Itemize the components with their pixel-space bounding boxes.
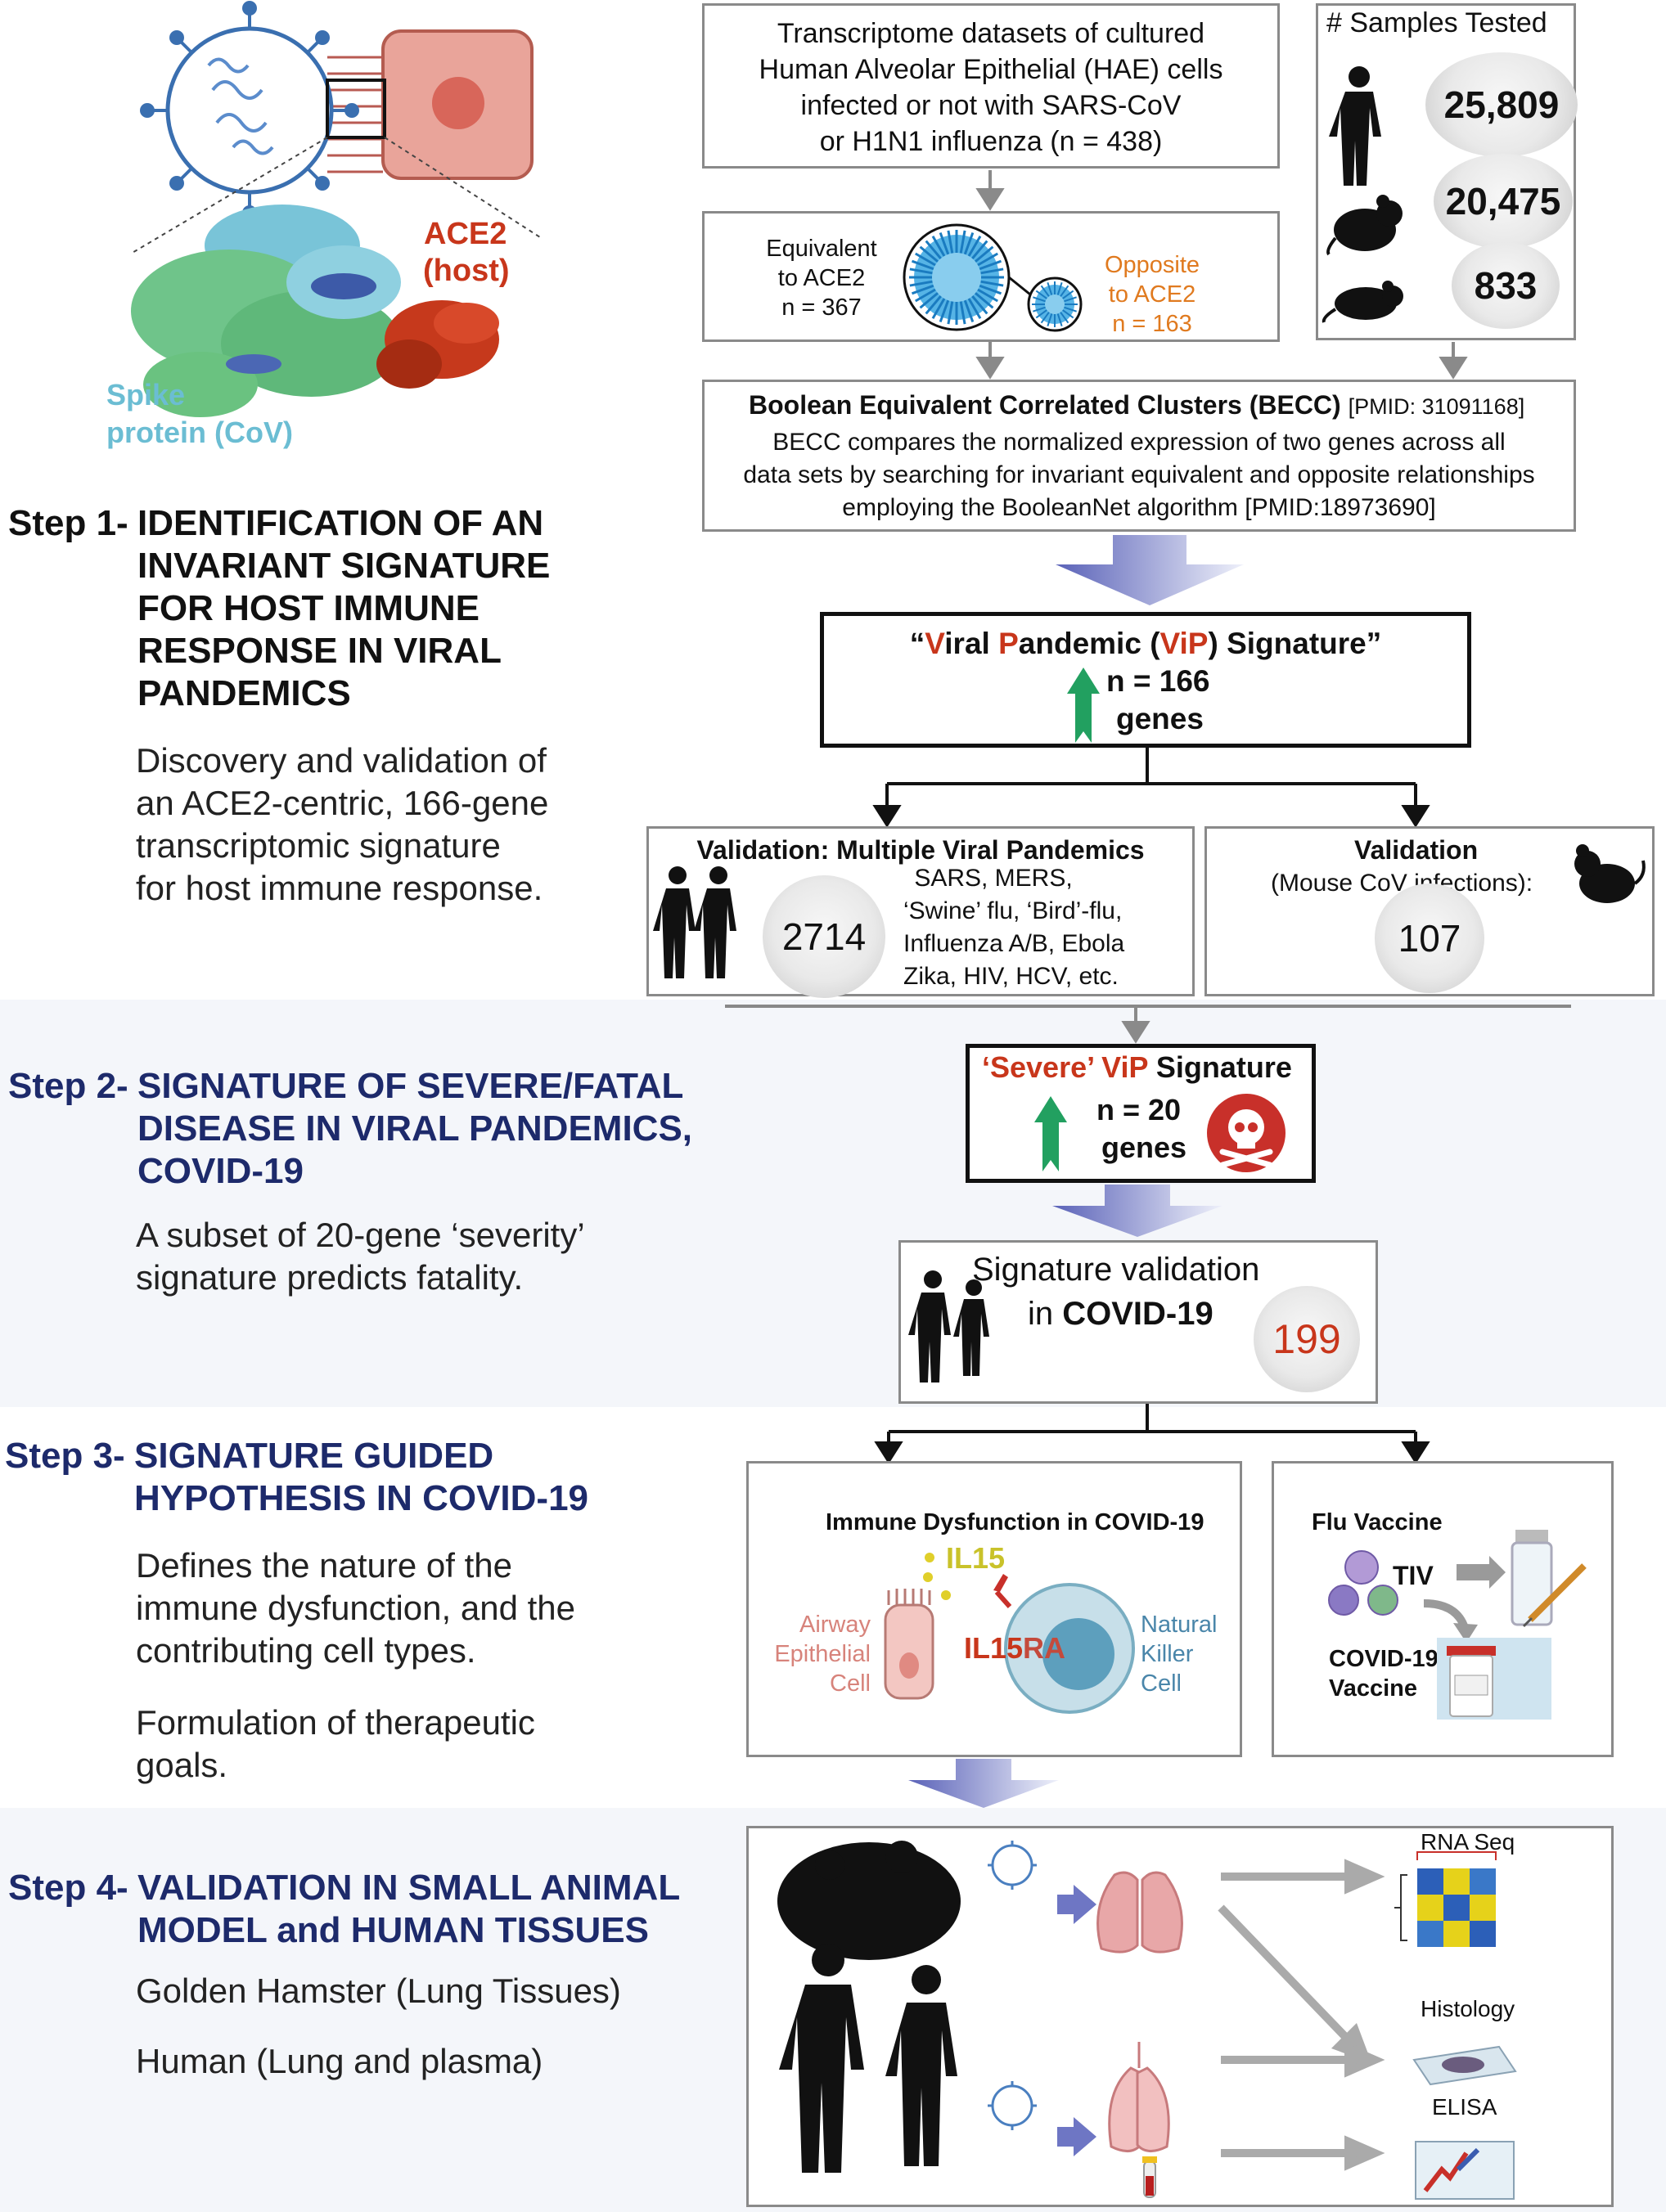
covid-validation-count: 199 xyxy=(1254,1286,1360,1392)
severe-gene-count: n = 20 xyxy=(1096,1093,1182,1126)
severe-vip-title: ‘Severe’ ViP Signature xyxy=(982,1050,1292,1084)
step4-illustration xyxy=(777,1841,1517,2200)
step3-label: Step 3- xyxy=(5,1436,125,1476)
equivalent-to-ace2: Equivalent to ACE2 n = 367 xyxy=(766,236,877,321)
hamster-lung-icon xyxy=(1096,1871,1183,1953)
big-arrow-becc-to-vip xyxy=(1056,535,1244,605)
step4-description-hamster: Golden Hamster (Lung Tissues) xyxy=(136,1971,621,2010)
step1-description: Discovery and validation of an ACE2-cent… xyxy=(136,741,549,907)
big-arrow-severe-to-covid xyxy=(1052,1185,1222,1237)
vip-signature-box xyxy=(820,612,1471,748)
mouse-validation-icon xyxy=(1574,844,1646,903)
severe-upregulated-arrow-icon xyxy=(1034,1096,1067,1171)
becc-box: Boolean Equivalent Correlated Clusters (… xyxy=(702,380,1576,532)
step3-title: SIGNATURE GUIDED HYPOTHESIS IN COVID-19 xyxy=(134,1436,589,1518)
nk-cell-icon xyxy=(1004,1583,1135,1714)
step2-title: SIGNATURE OF SEVERE/FATAL DISEASE IN VIR… xyxy=(137,1066,693,1191)
becc-line-2: data sets by searching for invariant equ… xyxy=(743,461,1535,488)
flu-vaccine-title: Flu Vaccine xyxy=(1312,1509,1443,1535)
datasets-box: Transcriptome datasets of cultured Human… xyxy=(702,3,1280,169)
elisa-plate-icon xyxy=(1415,2141,1515,2200)
covid-validation-line2: in COVID-19 xyxy=(1028,1296,1213,1332)
vip-gene-count: n = 166 xyxy=(1106,664,1210,698)
step1-title: IDENTIFICATION OF AN INVARIANT SIGNATURE… xyxy=(137,503,551,713)
human-pair-step4-icon xyxy=(779,1944,957,2173)
ace2-label: ACE2 xyxy=(424,217,507,251)
samples-rat-count: 20,475 xyxy=(1434,154,1573,249)
big-arrow-to-step4 xyxy=(908,1759,1059,1808)
samples-mouse-count: 833 xyxy=(1452,242,1560,329)
rnaseq-label: RNA Seq xyxy=(1421,1829,1515,1855)
flu-virus-cluster-icon xyxy=(1328,1550,1398,1616)
ace2-host-label: (host) xyxy=(423,254,510,288)
skull-crossbones-icon xyxy=(1207,1094,1286,1172)
airway-epithelial-cell-icon xyxy=(884,1589,934,1700)
airway-epithelial-label: Airway Epithelial Cell xyxy=(774,1612,871,1697)
step3-description-goals: Formulation of therapeutic goals. xyxy=(136,1703,535,1784)
virus-ace2-illustration xyxy=(130,1,541,417)
immune-dysfunction-box: Immune Dysfunction in COVID-19 xyxy=(746,1461,1242,1757)
validation-mouse-count: 107 xyxy=(1375,883,1484,993)
ace2-protein-icon xyxy=(376,300,499,389)
human-lung-icon xyxy=(1108,2042,1170,2152)
vip-genes-label: genes xyxy=(1116,702,1204,735)
spike-protein-label: protein (CoV) xyxy=(106,416,293,449)
tiv-label: TIV xyxy=(1393,1561,1434,1590)
samples-tested-title: # Samples Tested xyxy=(1326,7,1547,38)
rnaseq-heatmap-icon xyxy=(1394,1851,1497,1947)
vip-branch-connectors xyxy=(725,748,1571,1044)
step2-description: A subset of 20-gene ‘severity’ signature… xyxy=(136,1216,585,1297)
becc-line-1: BECC compares the normalized expression … xyxy=(772,429,1506,456)
il15-label: IL15 xyxy=(946,1541,1006,1575)
validation-multi-box: Validation: Multiple Viral Pandemics xyxy=(646,826,1195,996)
becc-line-3: employing the BooleanNet algorithm [PMID… xyxy=(842,494,1436,521)
becc-pmid: [PMID: 31091168] xyxy=(1348,394,1525,419)
histology-slide-icon xyxy=(1412,2045,1517,2086)
step1-label: Step 1- xyxy=(8,503,128,543)
validation-multi-count: 2714 xyxy=(763,875,885,998)
rat-icon xyxy=(1326,195,1403,256)
spike-protein-icon xyxy=(131,205,401,417)
human-pair-icon xyxy=(653,866,736,978)
mouse-icon xyxy=(1322,281,1403,323)
step3-description: Defines the nature of the immune dysfunc… xyxy=(136,1546,575,1670)
validation-multi-title: Validation: Multiple Viral Pandemics xyxy=(696,835,1145,865)
elisa-label: ELISA xyxy=(1432,2094,1497,2120)
ace2-cluster-diagram xyxy=(903,223,1083,332)
curved-arrow-icon xyxy=(1423,1599,1478,1643)
covid-validation-line1: Signature validation xyxy=(972,1252,1260,1288)
opposite-to-ace2: Opposite to ACE2 n = 163 xyxy=(1104,252,1200,337)
flow-arrows-top xyxy=(975,170,1468,605)
step4-label: Step 4- xyxy=(8,1868,128,1908)
il15ra-label: IL15RA xyxy=(964,1631,1066,1665)
vaccine-vial-syringe-icon xyxy=(1457,1530,1587,1628)
upregulated-arrow-icon xyxy=(1067,668,1100,743)
human-silhouette-icon xyxy=(1329,66,1381,186)
datasets-line-2: Human Alveolar Epithelial (HAE) cells xyxy=(759,54,1223,85)
step4-description-human: Human (Lung and plasma) xyxy=(136,2042,543,2080)
nk-cell-label: Natural Killer Cell xyxy=(1141,1612,1218,1697)
human-pair-covid-icon xyxy=(908,1270,989,1382)
covid-vaccine-label: COVID-19 Vaccine xyxy=(1329,1646,1439,1702)
histology-label: Histology xyxy=(1421,1996,1515,2021)
band-step2 xyxy=(0,1000,1666,1407)
validation-mouse-title: Validation xyxy=(1354,835,1479,865)
covid-vaccine-vial-icon xyxy=(1437,1638,1551,1720)
vip-signature-title: “Viral Pandemic (ViP) Signature” xyxy=(909,627,1382,660)
becc-title: Boolean Equivalent Correlated Clusters (… xyxy=(749,390,1341,420)
covid-branch-connectors xyxy=(874,1404,1430,1464)
samples-human-count: 25,809 xyxy=(1425,52,1578,157)
hamster-icon xyxy=(777,1841,961,1960)
datasets-line-1: Transcriptome datasets of cultured xyxy=(777,18,1205,49)
blood-tube-icon xyxy=(1142,2156,1157,2198)
immune-dysfunction-title: Immune Dysfunction in COVID-19 xyxy=(826,1509,1204,1535)
step4-title: VALIDATION IN SMALL ANIMAL MODEL and HUM… xyxy=(137,1868,681,1950)
datasets-line-3: infected or not with SARS-CoV xyxy=(800,90,1182,121)
spike-label: Spike xyxy=(106,378,186,411)
severe-genes-label: genes xyxy=(1101,1131,1187,1164)
datasets-line-4: or H1N1 influenza (n = 438) xyxy=(819,126,1163,157)
ace2-clusters-box xyxy=(702,211,1280,342)
step2-label: Step 2- xyxy=(8,1066,128,1106)
il15-ligand-icon xyxy=(923,1553,1012,1608)
